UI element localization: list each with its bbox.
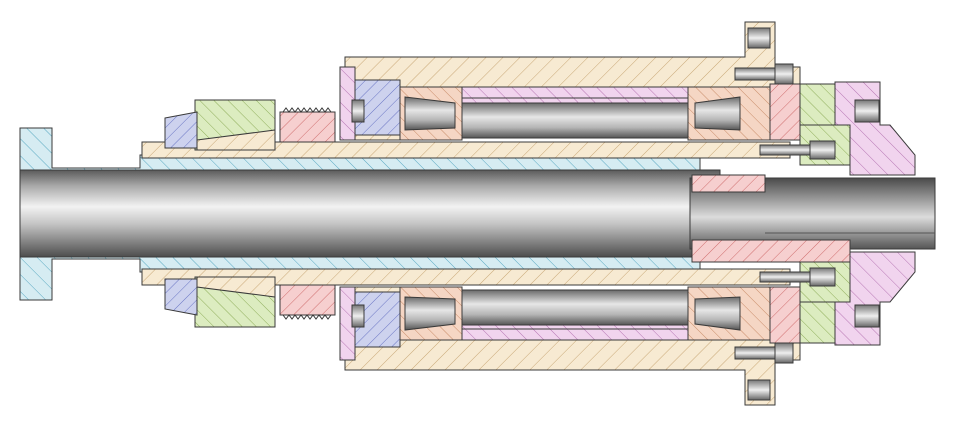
tapered-roller-bearing-rear-upper: [399, 86, 463, 141]
cap-screw: [809, 140, 836, 160]
lock-wedge-lower: [196, 276, 276, 298]
cap-screw: [734, 346, 776, 360]
cap-screw: [747, 27, 771, 49]
inner-spacer-lower: [459, 289, 691, 326]
inner-spacer-upper: [459, 102, 691, 139]
rear-seal-upper: [339, 66, 401, 141]
cap-screw: [351, 304, 365, 328]
rear-seal-lower: [339, 286, 401, 361]
tapered-roller-bearing-front-lower: [687, 286, 771, 341]
cap-screw: [854, 304, 880, 328]
cap-screw: [759, 271, 811, 283]
tapered-roller-bearing-rear-lower: [399, 286, 463, 341]
tapered-roller-bearing-front-upper: [687, 86, 771, 141]
cap-screw: [734, 67, 776, 81]
cap-screw: [351, 99, 365, 123]
cap-screw: [759, 144, 811, 156]
cap-screw: [774, 342, 794, 364]
tab-washer: [164, 111, 198, 316]
threaded-collar: [279, 107, 336, 320]
cap-screw: [854, 99, 880, 123]
spindle-bore: [689, 177, 936, 250]
drawbar: [19, 169, 721, 258]
cap-screw: [747, 379, 771, 401]
shaft-sleeve: [141, 141, 791, 286]
cap-screw: [809, 267, 836, 287]
collet: [691, 174, 851, 263]
cap-screws: [351, 27, 880, 401]
cap-screw: [774, 63, 794, 85]
lock-wedge-upper: [196, 129, 276, 151]
